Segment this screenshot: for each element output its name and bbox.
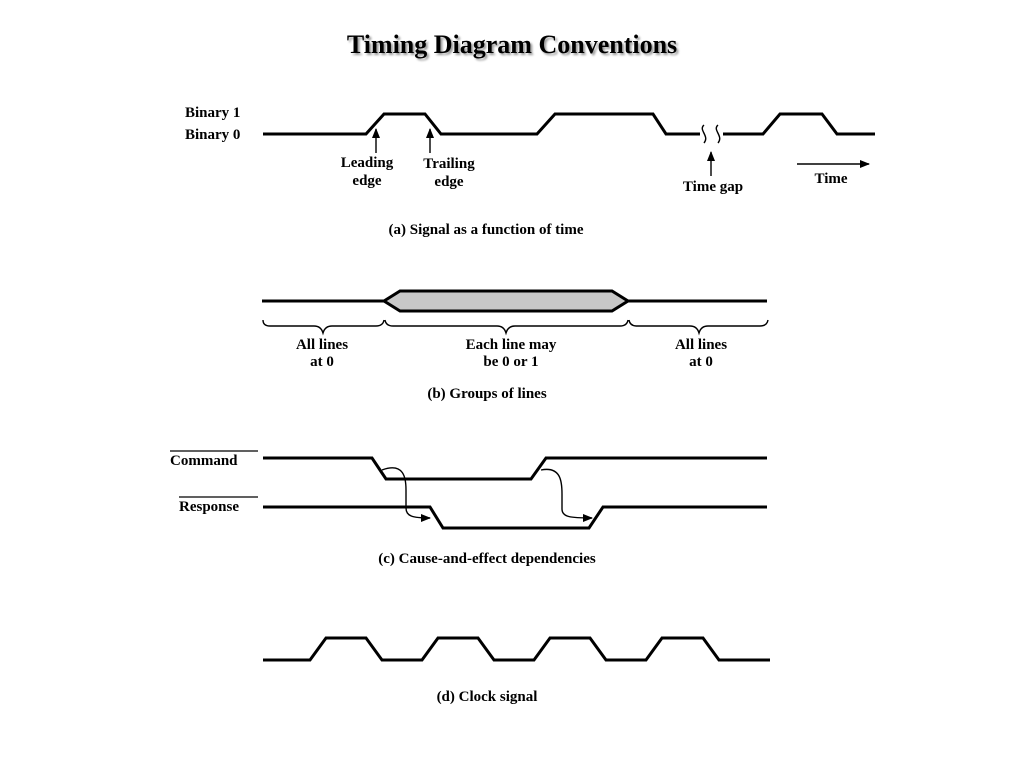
- time-gap-break-right: [715, 124, 721, 144]
- caption-a: (a) Signal as a function of time: [389, 222, 584, 238]
- caption-b: (b) Groups of lines: [427, 386, 546, 402]
- trailing-edge-label-line2: edge: [434, 174, 464, 190]
- panel-d-clock: (d) Clock signal: [263, 636, 770, 705]
- middle-group-label-line2: be 0 or 1: [483, 354, 538, 370]
- brace-middle: [384, 319, 629, 336]
- signal-waveform-right: [723, 112, 875, 136]
- response-to-command-arrow: [540, 468, 593, 522]
- panel-c-dependencies: Command Response (c) Cause-and-effect de…: [170, 450, 767, 567]
- command-waveform: [263, 456, 767, 481]
- leading-edge-label-line1: Leading: [341, 155, 394, 171]
- page-title: Timing Diagram Conventions: [346, 30, 678, 59]
- response-waveform: [263, 505, 767, 530]
- brace-right: [628, 319, 769, 336]
- signal-waveform-left: [263, 112, 700, 136]
- trailing-edge-label-line1: Trailing: [423, 156, 475, 172]
- leading-edge-label-line2: edge: [352, 173, 382, 189]
- left-group-label-line1: All lines: [296, 337, 348, 353]
- brace-left: [262, 319, 385, 336]
- left-group-label-line2: at 0: [310, 354, 334, 370]
- panel-a-signal: Binary 1 Binary 0 Leading edge Trailing …: [185, 105, 875, 238]
- right-group-label-line1: All lines: [675, 337, 727, 353]
- binary-1-label: Binary 1: [185, 105, 240, 121]
- middle-group-label-line1: Each line may: [466, 337, 557, 353]
- caption-c: (c) Cause-and-effect dependencies: [378, 551, 596, 567]
- time-gap-break-left: [701, 124, 707, 144]
- panel-b-groups: All lines at 0 Each line may be 0 or 1 A…: [262, 289, 769, 402]
- binary-0-label: Binary 0: [185, 127, 240, 143]
- time-axis-label: Time: [814, 171, 847, 187]
- time-gap-label: Time gap: [683, 179, 743, 195]
- right-group-label-line2: at 0: [689, 354, 713, 370]
- response-label: Response: [179, 499, 239, 515]
- caption-d: (d) Clock signal: [437, 689, 538, 705]
- command-to-response-arrow: [381, 467, 431, 522]
- bus-valid-region: [381, 289, 631, 313]
- command-label: Command: [170, 453, 238, 469]
- clock-waveform: [263, 636, 770, 662]
